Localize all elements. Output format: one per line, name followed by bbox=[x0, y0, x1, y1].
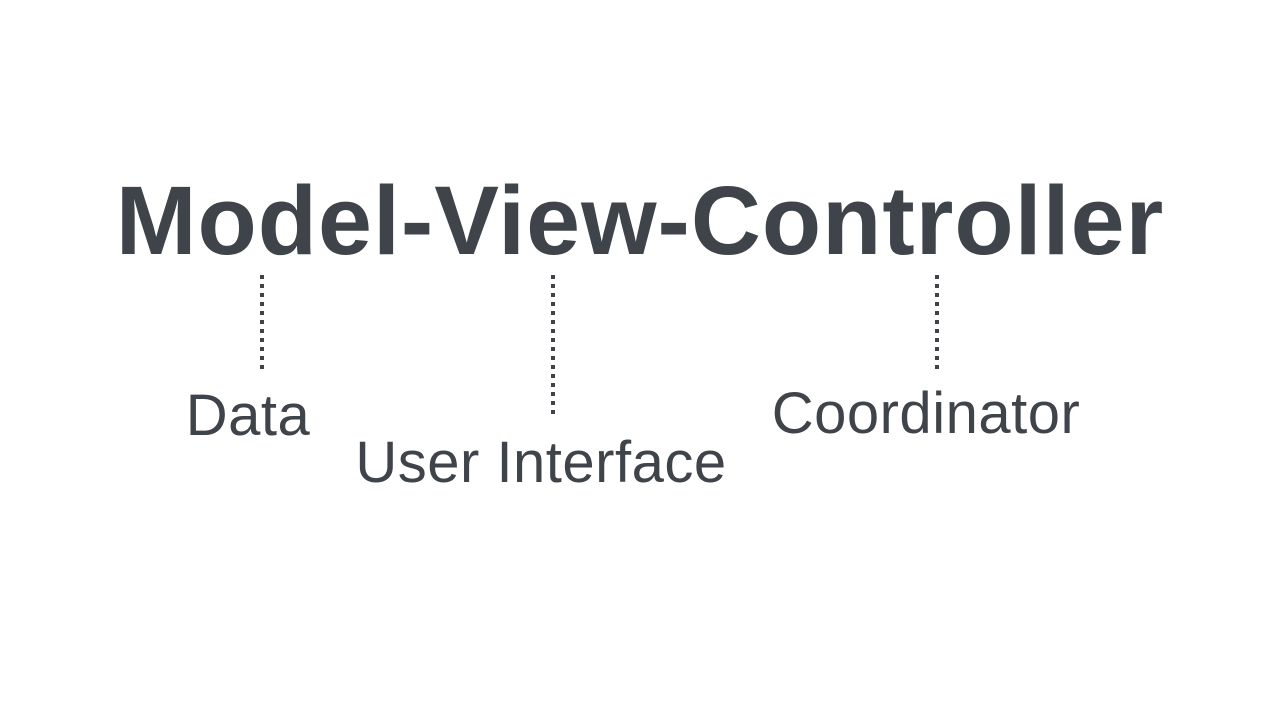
model-connector-dotted-line bbox=[260, 275, 264, 369]
model-annotation-label: Data bbox=[185, 383, 311, 448]
slide-title: Model-View-Controller bbox=[115, 166, 1165, 275]
controller-annotation-label: Coordinator bbox=[771, 381, 1081, 446]
view-annotation-label: User Interface bbox=[355, 430, 727, 495]
view-connector-dotted-line bbox=[551, 275, 555, 419]
controller-connector-dotted-line bbox=[935, 275, 939, 371]
